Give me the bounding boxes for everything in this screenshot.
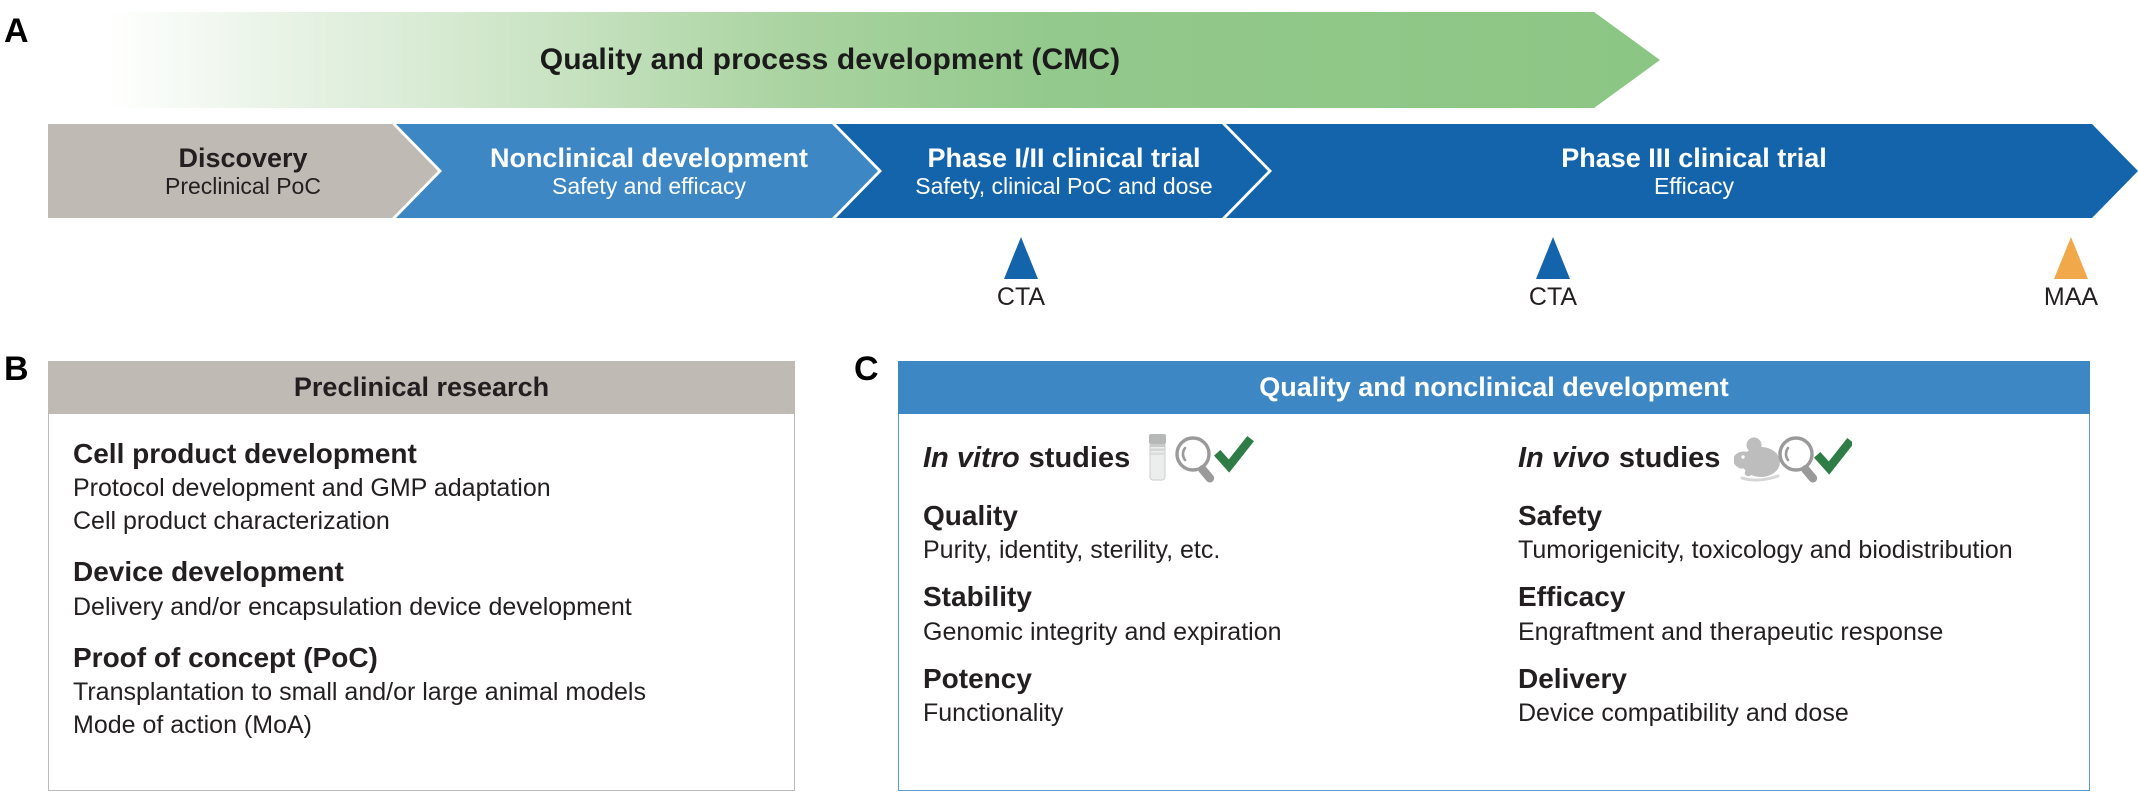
stage-title: Nonclinical development — [489, 142, 809, 173]
c-column-title: In vivo studies — [1518, 430, 2081, 486]
stage-subtitle: Safety, clinical PoC and dose — [915, 172, 1213, 199]
stage-title: Phase III clinical trial — [1561, 142, 1827, 173]
panel-c-body: In vitro studies — [898, 414, 2090, 791]
milestone-cta-1: CTA — [981, 237, 1061, 310]
c-group-heading: Efficacy — [1518, 581, 1626, 613]
cmc-band-label: Quality and process development (CMC) — [539, 43, 1121, 76]
vial-magnifier-check-icon — [1144, 432, 1262, 484]
b-group-device-development: Device development Delivery and/or encap… — [73, 554, 794, 623]
stage-arrow-phase-1-2-clinical-trial: Phase I/II clinical trial Safety, clinic… — [836, 124, 1268, 218]
b-group-line: Transplantation to small and/or large an… — [73, 678, 646, 707]
triangle-up-icon — [2054, 237, 2088, 279]
milestone-label: CTA — [1528, 283, 1578, 311]
milestone-cta-2: CTA — [1513, 237, 1593, 310]
stage-subtitle: Preclinical PoC — [165, 172, 321, 199]
c-group-quality: Quality Purity, identity, sterility, etc… — [923, 498, 1486, 567]
c-group-heading: Safety — [1518, 500, 1603, 531]
b-group-heading: Proof of concept (PoC) — [73, 641, 378, 673]
c-column-in-vivo: In vivo studies — [1494, 430, 2089, 790]
c-group-line: Engraftment and therapeutic response — [1518, 617, 1944, 646]
b-group-line: Delivery and/or encapsulation device dev… — [73, 592, 632, 621]
panel-c-quality-and-nonclinical-development: Quality and nonclinical development In v… — [898, 361, 2090, 791]
c-group-heading: Delivery — [1518, 662, 1627, 694]
b-group-line: Cell product characterization — [73, 507, 390, 536]
c-group-efficacy: Efficacy Engraftment and therapeutic res… — [1518, 579, 2081, 648]
b-group-line: Mode of action (MoA) — [73, 711, 312, 740]
stage-subtitle: Efficacy — [1653, 172, 1735, 199]
c-column-title-rest: studies — [1028, 441, 1131, 474]
stage-arrow-discovery: Discovery Preclinical PoC — [48, 124, 438, 218]
c-group-line: Purity, identity, sterility, etc. — [923, 536, 1221, 565]
b-group-cell-product-development: Cell product development Protocol develo… — [73, 436, 794, 538]
milestone-maa: MAA — [2031, 237, 2111, 310]
triangle-up-icon — [1004, 237, 1038, 279]
panel-b-letter: B — [4, 350, 29, 388]
panel-b-body: Cell product development Protocol develo… — [48, 414, 795, 791]
panel-c-header: Quality and nonclinical development — [898, 361, 2090, 414]
c-group-heading: Potency — [923, 662, 1032, 694]
c-group-delivery: Delivery Device compatibility and dose — [1518, 661, 2081, 730]
c-group-line: Genomic integrity and expiration — [923, 617, 1282, 646]
b-group-heading: Cell product development — [73, 438, 417, 469]
b-group-heading: Device development — [73, 556, 344, 588]
c-group-heading: Stability — [923, 581, 1032, 613]
mouse-magnifier-check-icon — [1733, 432, 1855, 484]
c-group-heading: Quality — [923, 500, 1018, 531]
stage-arrow-row: Discovery Preclinical PoC Nonclinical de… — [48, 124, 2138, 218]
panel-b-preclinical-research: Preclinical research Cell product develo… — [48, 361, 795, 791]
stage-arrow-nonclinical-development: Nonclinical development Safety and effic… — [396, 124, 878, 218]
panel-a-development-timeline: A Quality and process development (CMC) … — [0, 0, 2138, 330]
b-group-line: Protocol development and GMP adaptation — [73, 474, 551, 503]
c-group-potency: Potency Functionality — [923, 661, 1486, 730]
c-group-stability: Stability Genomic integrity and expirati… — [923, 579, 1486, 648]
milestone-label: CTA — [996, 283, 1046, 311]
milestone-label: MAA — [2043, 283, 2099, 311]
c-column-in-vitro: In vitro studies — [899, 430, 1494, 790]
panel-c-letter: C — [854, 350, 879, 388]
cmc-band: Quality and process development (CMC) — [60, 12, 1660, 108]
c-group-safety: Safety Tumorigenicity, toxicology and bi… — [1518, 498, 2081, 567]
panel-b-header: Preclinical research — [48, 361, 795, 414]
stage-title: Discovery — [178, 142, 308, 173]
c-column-title-italic: In vivo — [1518, 441, 1610, 474]
panel-a-letter: A — [4, 12, 29, 50]
c-column-title-italic: In vitro — [923, 441, 1020, 474]
c-column-title-rest: studies — [1618, 441, 1721, 474]
c-group-line: Device compatibility and dose — [1518, 699, 1849, 728]
triangle-up-icon — [1536, 237, 1570, 279]
cmc-band-shape — [60, 12, 1660, 108]
stage-title: Phase I/II clinical trial — [927, 142, 1201, 173]
c-group-line: Tumorigenicity, toxicology and biodistri… — [1518, 536, 2013, 565]
stage-arrow-phase-3-clinical-trial: Phase III clinical trial Efficacy — [1226, 124, 2138, 218]
c-group-line: Functionality — [923, 699, 1064, 728]
stage-subtitle: Safety and efficacy — [552, 172, 746, 199]
b-group-proof-of-concept: Proof of concept (PoC) Transplantation t… — [73, 640, 794, 742]
c-column-title: In vitro studies — [923, 430, 1486, 486]
